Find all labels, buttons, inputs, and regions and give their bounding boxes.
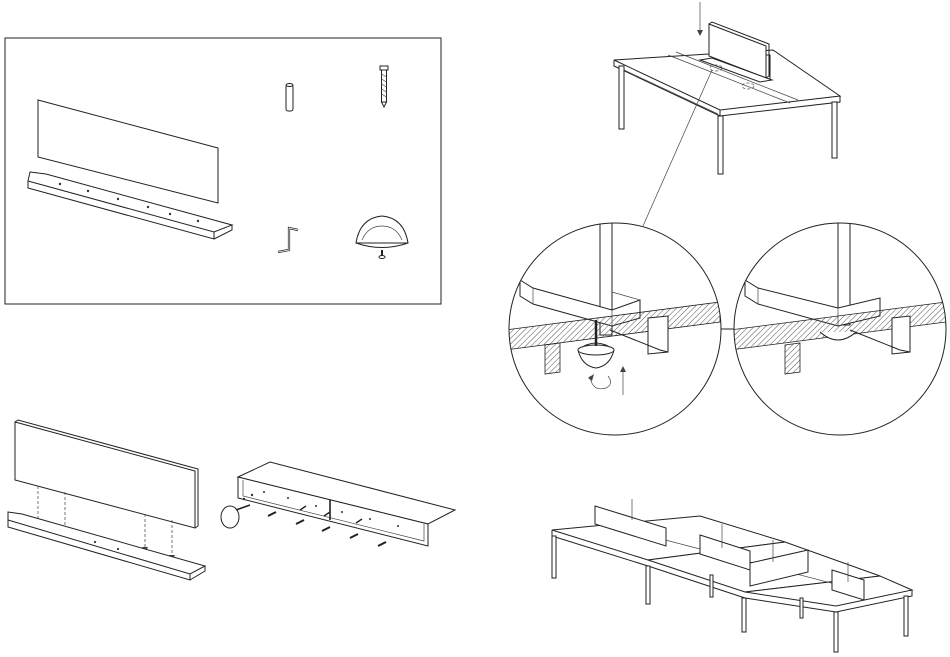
part-screw xyxy=(380,66,388,107)
step-attach-panel-to-rail xyxy=(8,420,205,580)
part-dowel-pin xyxy=(286,84,293,112)
part-allen-key xyxy=(278,228,298,252)
part-clamp-knob xyxy=(356,216,408,259)
step-fasten-rail-screws xyxy=(221,462,455,546)
parts-box xyxy=(5,38,441,304)
step-place-screen-on-desk xyxy=(614,2,840,226)
step-multiple-desks-assembled xyxy=(552,499,912,652)
step-clamped-result-detail xyxy=(730,215,946,435)
step-tighten-clamp-detail xyxy=(505,215,721,435)
